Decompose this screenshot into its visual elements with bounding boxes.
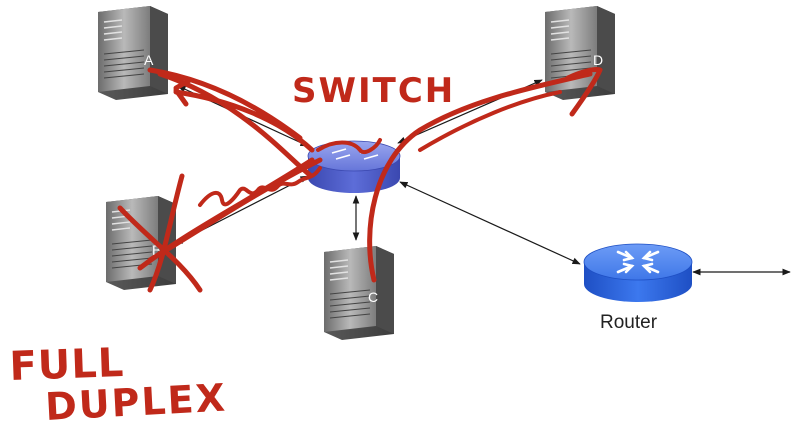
server-c[interactable]: C [323,245,395,341]
server-icon [544,5,616,101]
server-a[interactable]: A [97,5,169,101]
ink-label-full: FULL [9,340,125,390]
ink-stroke-router-side [418,90,562,152]
ink-stroke-b-crossout [117,157,323,293]
ink-arrowhead-d [565,67,603,117]
router-label: Router [600,312,658,333]
ink-zigzag [198,166,322,207]
ink-label-switch: SWITCH [292,71,455,111]
server-d-label: D [593,52,603,68]
router-icon [616,250,660,274]
ink-label-duplex: DUPLEX [44,376,228,429]
server-a-label: A [144,52,154,68]
server-b[interactable]: B [105,195,177,291]
ink-arrowhead-a [173,77,193,107]
server-c-label: C [368,289,378,305]
ink-stroke-a-to-switch [147,67,315,178]
ink-stroke-c-to-d [367,71,593,283]
link-switch-router [399,181,581,265]
server-d[interactable]: D [544,5,616,101]
ink-annotations: SWITCH FULL DUPLEX [9,67,603,429]
server-icon [97,5,169,101]
server-icon [323,245,395,341]
ink-scribble-switch [316,138,382,155]
connection-links [174,79,791,276]
router-device[interactable]: Router [583,243,693,333]
server-b-label: B [152,242,161,258]
